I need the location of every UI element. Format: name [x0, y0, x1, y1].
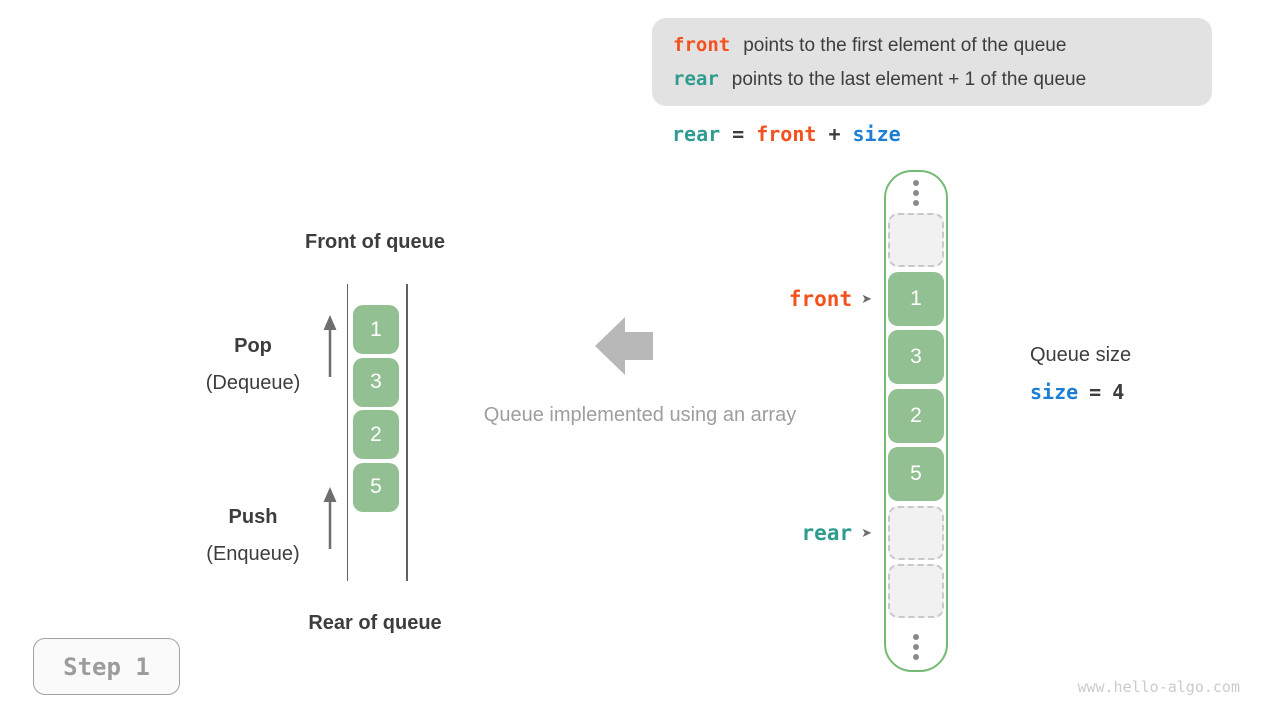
pointer-arrowhead-icon: ➤	[861, 525, 872, 540]
queue-element: 2	[353, 410, 399, 459]
ellipsis-top-icon	[913, 180, 919, 206]
pointer-arrowhead-icon: ➤	[861, 291, 872, 306]
queue-size-block: Queue size size = 4	[1030, 344, 1131, 404]
step-badge: Step 1	[33, 638, 180, 695]
rear-pointer-label: rear	[801, 520, 853, 545]
rear-pointer: rear ➤	[802, 521, 872, 545]
legend-line-rear: rear points to the last element + 1 of t…	[673, 68, 1212, 91]
queue-size-label: Queue size	[1030, 344, 1132, 366]
diagram-caption: Queue implemented using an array	[483, 404, 797, 426]
array-cell-value: 1	[888, 271, 944, 326]
formula-token: rear	[672, 122, 721, 146]
queue-element: 1	[353, 305, 399, 354]
queue-element: 5	[353, 462, 399, 512]
dequeue-label: (Dequeue)	[205, 372, 301, 394]
legend-line-front: front points to the first element of the…	[673, 34, 1212, 57]
formula-token: front	[756, 122, 817, 146]
rear-keyword: rear	[673, 67, 719, 90]
legend-text-front: points to the first element of the queue	[743, 34, 1067, 56]
legend-text-rear: points to the last element + 1 of the qu…	[731, 68, 1087, 90]
formula-token: size	[852, 122, 901, 146]
queue-element: 3	[353, 357, 399, 407]
push-label: Push	[228, 506, 278, 528]
queue-size-token: 4	[1112, 380, 1125, 404]
array-cell-empty	[888, 505, 944, 560]
queue-size-token: size	[1030, 380, 1079, 404]
queue-size-token: =	[1089, 380, 1102, 404]
legend-box: front points to the first element of the…	[652, 18, 1212, 106]
front-pointer-label: front	[788, 286, 853, 311]
array-cell-value: 5	[888, 447, 944, 501]
queue-channel-line-left	[346, 284, 348, 581]
pop-label: Pop	[234, 335, 272, 357]
array-cell-empty	[888, 564, 944, 618]
rear-of-queue-label: Rear of queue	[308, 612, 442, 634]
ellipsis-bottom-icon	[913, 634, 919, 660]
left-block-arrow-icon	[595, 317, 653, 375]
pop-up-arrow-icon	[323, 315, 337, 377]
front-pointer: front ➤	[789, 287, 872, 311]
push-up-arrow-icon	[323, 487, 337, 549]
enqueue-label: (Enqueue)	[206, 543, 300, 565]
array-cell-value: 2	[888, 388, 944, 443]
queue-channel-line-right	[406, 284, 408, 581]
array-cell-value: 3	[888, 330, 944, 384]
formula: rear = front + size	[672, 122, 901, 146]
queue-size-expression: size = 4	[1030, 380, 1131, 404]
watermark: www.hello-algo.com	[1077, 678, 1240, 696]
front-of-queue-label: Front of queue	[305, 231, 445, 253]
formula-token: +	[828, 122, 841, 146]
front-keyword: front	[673, 33, 731, 56]
formula-token: =	[732, 122, 745, 146]
array-cell-empty	[888, 213, 944, 267]
